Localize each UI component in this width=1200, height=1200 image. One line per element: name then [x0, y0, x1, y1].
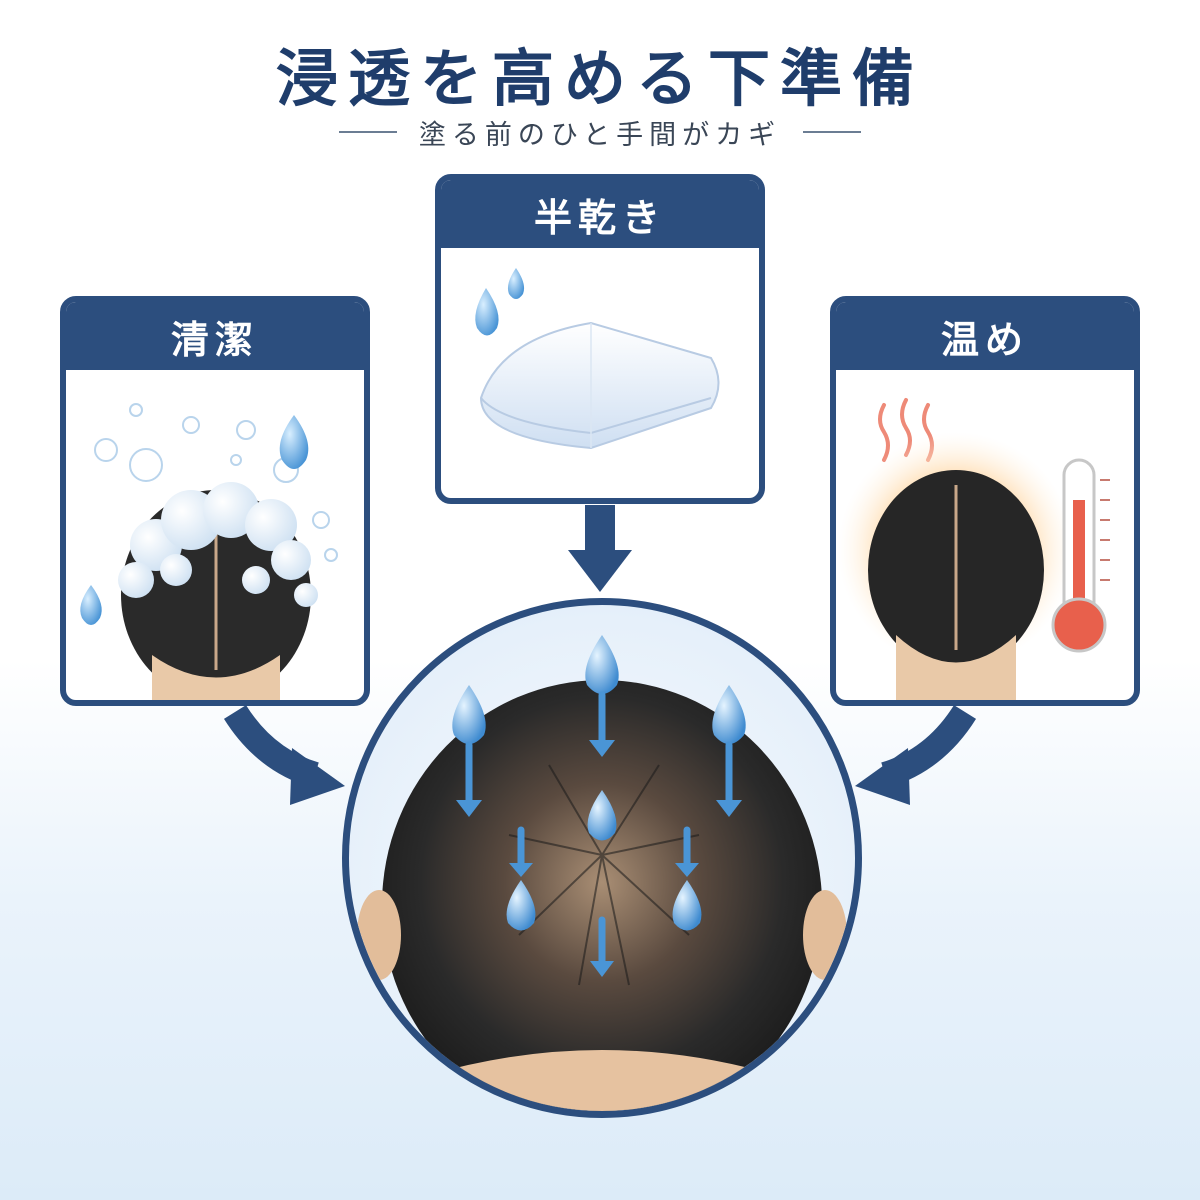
water-drop-icon [475, 268, 525, 336]
panel-clean: 清潔 [60, 296, 370, 706]
arrow-right-curve-icon [855, 704, 977, 805]
subtitle-row: 塗る前のひと手間がカギ [0, 112, 1200, 152]
foam-icon [118, 482, 318, 607]
scalp-circle [342, 598, 862, 1118]
subtitle-line-left [338, 131, 397, 133]
page-subtitle: 塗る前のひと手間がカギ [418, 119, 782, 151]
panel-dry-illustration [441, 248, 759, 498]
penetration-arrows-icon [456, 691, 742, 977]
head-icon [868, 470, 1044, 700]
page-title: 浸透を高める下準備 [275, 42, 924, 115]
panel-clean-label: 清潔 [66, 302, 364, 370]
panel-warm: 温め [830, 296, 1140, 706]
water-drop-icon [80, 415, 309, 625]
bubbles-icon [94, 403, 338, 562]
water-drops-icon [452, 635, 746, 931]
panel-dry-label: 半乾き [441, 180, 759, 248]
panel-warm-label: 温め [836, 302, 1134, 370]
arrow-left-curve-icon [223, 704, 345, 805]
panel-dry: 半乾き [435, 174, 765, 504]
arrow-down-icon [568, 505, 632, 592]
subtitle-line-right [803, 131, 862, 133]
panel-clean-illustration [66, 370, 364, 700]
towel-icon [479, 321, 720, 450]
thermometer-icon [1051, 458, 1110, 653]
panel-warm-illustration [836, 370, 1134, 700]
